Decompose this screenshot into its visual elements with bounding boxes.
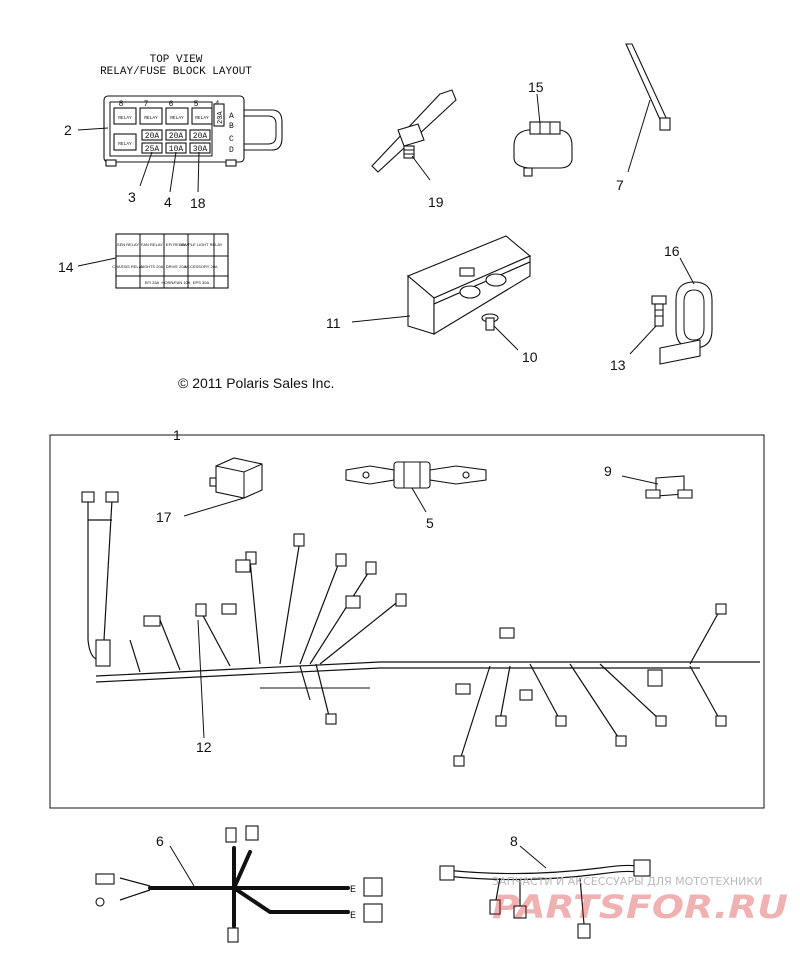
relay-label-1: RELAY — [118, 115, 132, 121]
card-r2-3: DRIVE 20A — [166, 264, 187, 269]
callout-12: 12 — [196, 739, 212, 755]
fuse-r1-2: 20A — [169, 132, 184, 141]
copyright: © 2011 Polaris Sales Inc. — [178, 375, 334, 391]
callout-8: 8 — [510, 833, 518, 849]
callout-13: 13 — [610, 357, 626, 373]
card-r1-2: FAN RELAY — [141, 242, 163, 247]
callout-10: 10 — [522, 349, 538, 365]
callout-15: 15 — [528, 79, 544, 95]
callout-2: 2 — [64, 122, 72, 138]
relay-label-4: RELAY — [195, 115, 209, 121]
callout-17: 17 — [156, 509, 172, 525]
callout-19: 19 — [428, 194, 444, 210]
connector-15[interactable] — [513, 121, 573, 177]
fuse-top-num-3: 6 — [169, 100, 174, 109]
callout-18: 18 — [190, 195, 206, 211]
harness6-letter-1: E — [350, 885, 356, 896]
callout-11: 11 — [326, 315, 341, 331]
card-r3-2: EFI 25A — [145, 280, 160, 285]
fuse-top-num-4: 5 — [194, 100, 199, 109]
fuse-top-num-1: 8 — [119, 100, 124, 109]
inline-fuse-holder[interactable] — [345, 461, 487, 489]
zip-tie[interactable] — [625, 43, 671, 131]
card-r1-3: EFI RELAY — [166, 242, 186, 247]
bracket[interactable] — [406, 235, 532, 335]
fuse-top-num-2: 7 — [144, 100, 149, 109]
fuse-r2-2: 10A — [169, 145, 184, 154]
diode-module[interactable] — [645, 475, 693, 499]
relay-label-5: RELAY — [118, 141, 132, 147]
p-clamp[interactable] — [659, 281, 713, 365]
watermark-logo: PARTSFOR.RU — [492, 888, 788, 926]
harness6-letter-2: E — [350, 911, 356, 922]
card-r2-4: ACCESSORY 20A — [184, 264, 218, 269]
watermark: ЗАПЧАСТИ И АКСЕССУАРЫ ДЛЯ МОТОТЕХНИКИ PA… — [492, 875, 788, 926]
callout-6: 6 — [156, 833, 164, 849]
fuse-letter-b: B — [229, 122, 234, 131]
relay-row: RELAY RELAY RELAY RELAY RELAY — [113, 107, 213, 151]
harness-6[interactable]: E E — [95, 825, 383, 943]
fuse-label-card[interactable]: SEN RELAY FAN RELAY EFI RELAY SAMPLE LIG… — [112, 233, 229, 289]
card-r2-2: LIGHTS 20A — [141, 264, 164, 269]
callout-7: 7 — [616, 177, 624, 193]
main-wiring-harness[interactable] — [81, 491, 760, 767]
main-harness-panel: 1 — [49, 427, 765, 809]
relay[interactable] — [209, 457, 263, 499]
callout-3: 3 — [128, 189, 136, 205]
card-r1-1: SEN RELAY — [117, 242, 139, 247]
callout-5: 5 — [426, 515, 434, 531]
callout-1: 1 — [173, 427, 181, 443]
harness-8[interactable] — [439, 859, 651, 939]
callout-16: 16 — [664, 243, 680, 259]
fuse-letter-c: C — [229, 135, 234, 144]
fuse-block-title: TOP VIEW — [150, 54, 203, 66]
relay-label-3: RELAY — [170, 115, 184, 121]
fuse-r1-3: 20A — [193, 132, 208, 141]
callout-9: 9 — [604, 463, 612, 479]
relay-label-2: RELAY — [144, 115, 158, 121]
fuse-side: 20A — [217, 111, 225, 124]
bolt[interactable] — [651, 295, 667, 327]
card-r3-3: HORN/FAN 10A — [162, 280, 191, 285]
fuse-block[interactable]: RELAY RELAY RELAY RELAY RELAY 8 7 6 5 4 … — [103, 95, 283, 167]
callout-4: 4 — [164, 194, 172, 210]
card-r3-4: EPS 30A — [193, 280, 210, 285]
rivet[interactable] — [481, 313, 499, 331]
fuse-letter-d: D — [229, 146, 234, 155]
fuse-r1-1: 20A — [145, 132, 160, 141]
fuse-letter-a: A — [229, 112, 234, 121]
fuse-r2-3: 30A — [193, 145, 208, 154]
fuse-r2-1: 25A — [145, 145, 160, 154]
callout-14: 14 — [58, 259, 74, 275]
card-r1-4: SAMPLE LIGHT RELAY — [180, 242, 223, 247]
fuse-block-subtitle: RELAY/FUSE BLOCK LAYOUT — [100, 66, 252, 78]
cable-tie-clip[interactable] — [371, 89, 457, 173]
fuse-block-group: TOP VIEW RELAY/FUSE BLOCK LAYOUT RELAY R… — [64, 54, 283, 211]
watermark-tagline: ЗАПЧАСТИ И АКСЕССУАРЫ ДЛЯ МОТОТЕХНИКИ — [492, 875, 762, 888]
card-r2-1: CHASSIS RELAY — [112, 264, 144, 269]
